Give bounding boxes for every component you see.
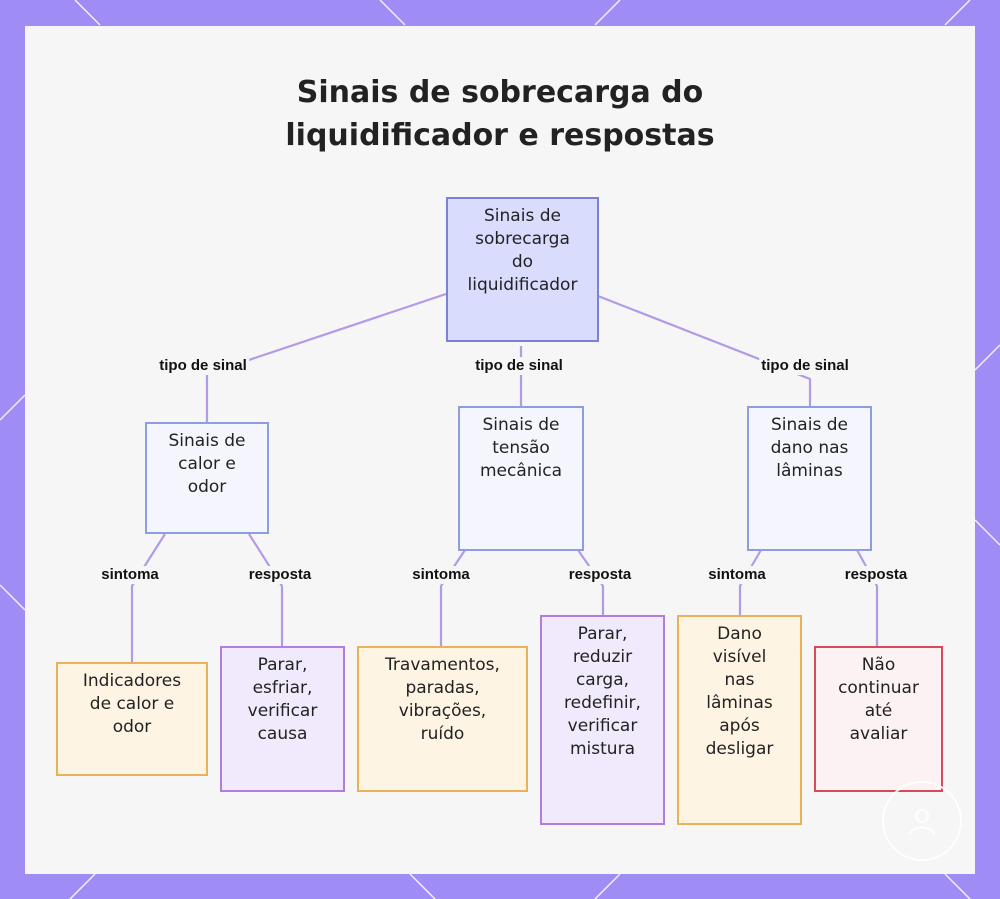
node-text: carga, xyxy=(575,670,630,690)
node-text: lâminas xyxy=(706,693,773,713)
node-text: continuar xyxy=(838,678,919,698)
node-text: ruído xyxy=(420,724,465,744)
node-text: até xyxy=(864,701,893,721)
edge-label-tipo-de-sinal: tipo de sinal xyxy=(157,357,249,375)
node-blade-signals: Sinais de dano nas lâminas xyxy=(747,406,872,551)
edge-label-sintoma: sintoma xyxy=(99,566,161,584)
node-text: Sinais de xyxy=(484,206,561,226)
node-text: de calor e xyxy=(89,694,175,714)
node-heat-response: Parar, esfriar, verificar causa xyxy=(220,646,345,792)
node-text: odor xyxy=(187,477,227,497)
avatar-watermark xyxy=(882,781,962,861)
node-text: Parar, xyxy=(577,624,628,644)
node-text: Sinais de xyxy=(482,415,560,435)
node-text: vibrações, xyxy=(398,701,487,721)
edge-label-resposta: resposta xyxy=(566,566,634,584)
node-text: lâminas xyxy=(776,461,843,481)
node-text: sobrecarga xyxy=(475,229,570,249)
node-text: odor xyxy=(112,717,152,737)
node-mechanical-signals: Sinais de tensão mecânica xyxy=(458,406,584,551)
node-text: Sinais de xyxy=(771,415,848,435)
node-text: Indicadores xyxy=(82,671,182,691)
node-text: verificar xyxy=(247,701,318,721)
node-text: avaliar xyxy=(849,724,908,744)
node-heat-symptom: Indicadores de calor e odor xyxy=(56,662,208,776)
node-text: visível xyxy=(712,647,767,667)
node-text: mistura xyxy=(570,739,635,759)
edge-mech-response xyxy=(577,549,605,615)
edge-blade-response xyxy=(856,549,879,646)
node-text: esfriar, xyxy=(252,678,313,698)
node-root: Sinais de sobrecarga do liquidificador xyxy=(446,197,599,342)
node-text: Sinais de xyxy=(168,431,246,451)
edge-heat-response xyxy=(248,533,284,646)
node-text: verificar xyxy=(567,716,638,736)
node-text: mecânica xyxy=(479,461,563,481)
node-text: Travamentos, xyxy=(385,655,500,675)
diagram-edges xyxy=(130,292,879,662)
node-text: reduzir xyxy=(572,647,633,667)
node-text: dano nas xyxy=(770,438,849,458)
edge-label-resposta: resposta xyxy=(246,566,314,584)
edge-mech-symptom xyxy=(439,549,466,646)
node-text: do xyxy=(511,252,534,272)
edge-label-tipo-de-sinal: tipo de sinal xyxy=(473,357,565,375)
edge-label-tipo-de-sinal: tipo de sinal xyxy=(759,357,851,375)
diagram-card: Sinais de sobrecarga do liquidificador e… xyxy=(25,26,975,874)
node-blade-response: Não continuar até avaliar xyxy=(814,646,943,792)
node-text: desligar xyxy=(705,739,774,759)
diagram-title: Sinais de sobrecarga do liquidificador e… xyxy=(25,71,975,157)
edge-blade-symptom xyxy=(738,549,762,615)
node-text: calor e xyxy=(178,454,236,474)
user-icon xyxy=(909,809,935,835)
edge-heat-symptom xyxy=(130,533,166,662)
node-text: após xyxy=(719,716,760,736)
node-text: Dano xyxy=(717,624,762,644)
node-text: paradas, xyxy=(405,678,480,698)
edge-label-sintoma: sintoma xyxy=(706,566,768,584)
edge-root-blade xyxy=(597,294,812,406)
node-text: tensão xyxy=(492,438,550,458)
node-text: Parar, xyxy=(257,655,308,675)
node-text: nas xyxy=(724,670,755,690)
node-mechanical-response: Parar, reduzir carga, redefinir, verific… xyxy=(540,615,665,825)
edge-label-resposta: resposta xyxy=(842,566,910,584)
node-text: causa xyxy=(257,724,308,744)
title-line-2: liquidificador e respostas xyxy=(285,118,715,153)
node-text: redefinir, xyxy=(564,693,641,713)
node-mechanical-symptom: Travamentos, paradas, vibrações, ruído xyxy=(357,646,528,792)
node-blade-symptom: Dano visível nas lâminas após desligar xyxy=(677,615,802,825)
title-line-1: Sinais de sobrecarga do xyxy=(296,75,704,110)
node-heat-signals: Sinais de calor e odor xyxy=(145,422,269,534)
edge-label-sintoma: sintoma xyxy=(410,566,472,584)
node-text: Não xyxy=(861,655,896,675)
node-text: liquidificador xyxy=(467,275,578,295)
